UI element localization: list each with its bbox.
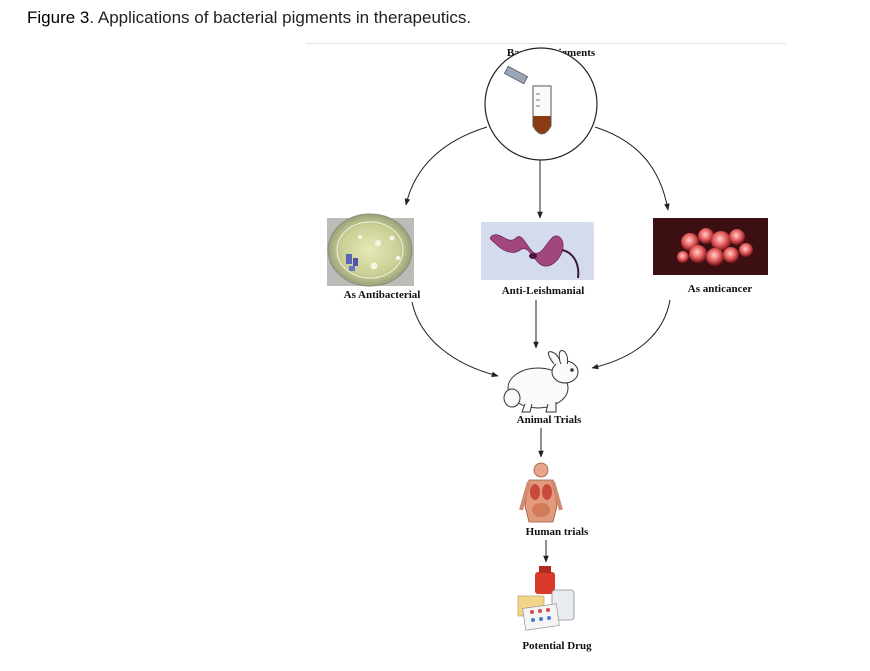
human-trials-label: Human trials — [526, 526, 589, 538]
human-anatomy-icon — [519, 462, 563, 523]
arrow-anticancer-to-animal — [591, 299, 671, 370]
potential-drug-label: Potential Drug — [522, 640, 592, 652]
medicine-icon — [517, 566, 575, 631]
test-tube-icon — [503, 65, 552, 135]
caption-text: . Applications of bacterial pigments in … — [89, 8, 472, 27]
animal-trials-label: Animal Trials — [517, 414, 582, 426]
petri-dish-icon — [327, 213, 414, 287]
leishmanial-label: Anti-Leishmanial — [502, 285, 585, 297]
caption-divider — [306, 43, 786, 44]
arrow-to-anticancer — [594, 126, 670, 211]
arrow-antibacterial-to-animal — [411, 301, 499, 378]
antibacterial-label: As Antibacterial — [344, 289, 421, 301]
cancer-cells-icon — [653, 218, 768, 275]
figure-caption: Figure 3. Applications of bacterial pigm… — [27, 8, 471, 28]
figure-label: Figure 3 — [27, 8, 90, 27]
anticancer-label: As anticancer — [688, 283, 753, 295]
parasite-icon — [481, 222, 594, 280]
arrow-to-antibacterial — [404, 126, 488, 206]
rabbit-icon — [503, 349, 579, 413]
